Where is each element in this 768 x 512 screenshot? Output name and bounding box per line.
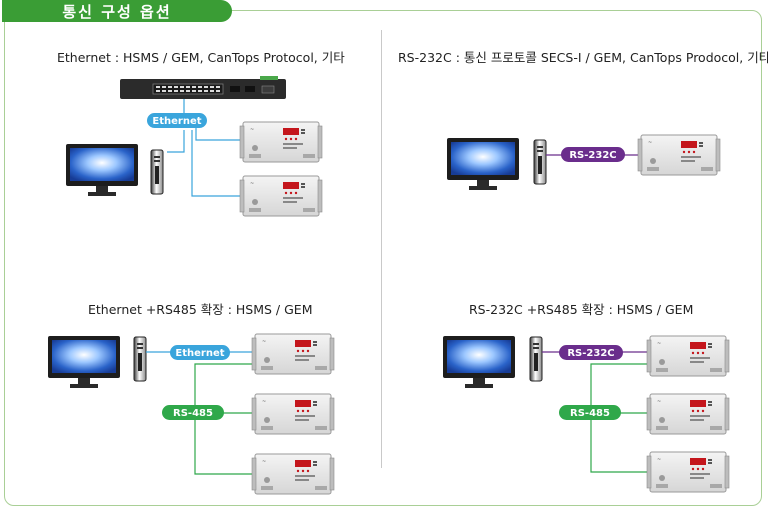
page-title: 통신 구성 옵션 — [2, 0, 232, 22]
pc-tower-icon — [533, 139, 547, 185]
controller-unit-icon — [251, 453, 335, 495]
monitor-icon — [443, 336, 515, 388]
svg-text:RS-485: RS-485 — [570, 408, 610, 419]
svg-text:RS-485: RS-485 — [173, 408, 213, 419]
rs232-pill: RS-232C — [559, 345, 623, 360]
controller-unit-icon — [646, 451, 730, 493]
pc-tower-icon — [133, 336, 147, 382]
ethernet-pill: Ethernet — [170, 345, 230, 360]
rs485-pill: RS-485 — [162, 405, 224, 420]
caption-ethernet-rs485: Ethernet +RS485 확장 : HSMS / GEM — [88, 302, 313, 317]
controller-unit-icon — [646, 393, 730, 435]
monitor-icon — [66, 144, 138, 196]
pc-tower-icon — [150, 149, 164, 195]
svg-text:Ethernet: Ethernet — [152, 116, 201, 127]
controller-unit-icon — [646, 335, 730, 377]
controller-unit-icon — [637, 134, 721, 176]
panel-frame — [4, 10, 762, 506]
caption-ethernet: Ethernet : HSMS / GEM, CanTops Protocol,… — [57, 50, 345, 65]
svg-text:RS-232C: RS-232C — [567, 348, 614, 359]
ethernet-pill: Ethernet — [147, 113, 207, 128]
rs485-pill: RS-485 — [559, 405, 621, 420]
caption-rs232-rs485: RS-232C +RS485 확장 : HSMS / GEM — [469, 302, 694, 317]
caption-rs232: RS-232C : 통신 프로토콜 SECS-I / GEM, CanTops … — [398, 50, 768, 65]
svg-text:Ethernet: Ethernet — [175, 348, 224, 359]
controller-unit-icon — [239, 121, 323, 163]
network-switch-icon — [120, 76, 286, 99]
svg-text:RS-232C: RS-232C — [569, 150, 616, 161]
controller-unit-icon — [251, 393, 335, 435]
section-divider — [381, 30, 382, 468]
controller-unit-icon — [239, 175, 323, 217]
controller-unit-icon — [251, 333, 335, 375]
monitor-icon — [447, 138, 519, 190]
rs232-pill: RS-232C — [561, 147, 625, 162]
monitor-icon — [48, 336, 120, 388]
pc-tower-icon — [529, 336, 543, 382]
